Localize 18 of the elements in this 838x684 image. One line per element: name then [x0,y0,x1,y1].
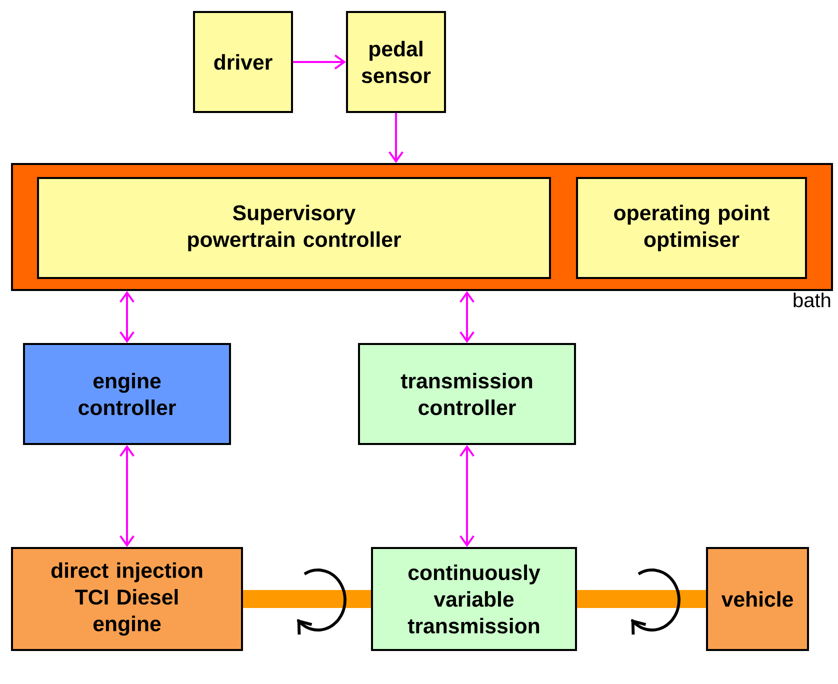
controller-box: engine controller [23,343,231,445]
process-box: driver [193,11,293,113]
double-arrow [120,291,134,343]
transmission-box: continuously variable transmission [371,547,577,651]
controller-box: transmission controller [358,343,576,445]
double-arrow [460,291,474,343]
optimiser-box: operating point optimiser [576,177,807,279]
shaft [577,590,706,608]
engine-box: direct injection TCI Diesel engine [11,547,243,651]
controller-box: Supervisory powertrain controller [37,177,551,279]
process-box: pedal sensor [346,11,446,113]
affiliation-label: bath [794,292,830,308]
shaft [243,590,371,608]
arrow [293,54,346,70]
vehicle-box: vehicle [706,547,809,651]
double-arrow [120,445,134,547]
arrow [388,113,404,163]
double-arrow [460,445,474,547]
